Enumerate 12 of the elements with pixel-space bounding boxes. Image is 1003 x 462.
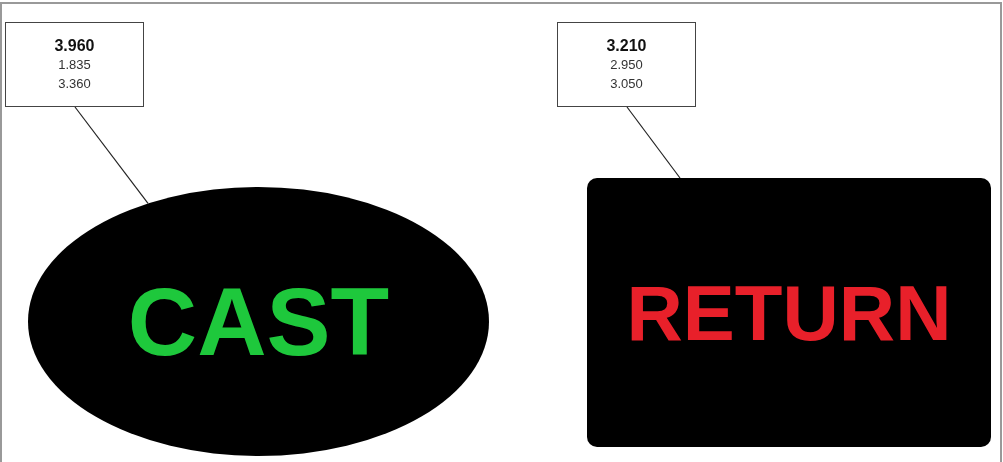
leader-line: [74, 106, 149, 205]
leader-line: [626, 106, 681, 179]
callout-subvalue: 3.050: [610, 75, 643, 93]
callout-value: 3.960: [54, 36, 95, 55]
callout-box: [5, 22, 144, 107]
callout-subvalue: 3.360: [58, 75, 91, 93]
sign-text: RETURN: [626, 273, 952, 352]
callout-subvalue: 2.950: [610, 56, 643, 74]
callout-subvalue: 1.835: [58, 56, 91, 74]
callout-box: [557, 22, 696, 107]
sign-text: CAST: [127, 273, 390, 370]
callout-value: 3.210: [606, 36, 647, 55]
